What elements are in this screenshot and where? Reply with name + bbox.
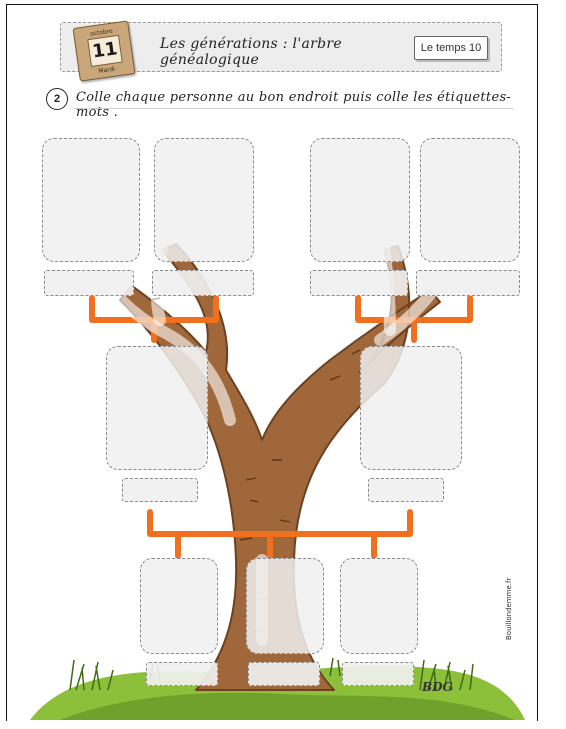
photo-slot-child-2[interactable] — [246, 558, 324, 654]
photo-slot-parent-2[interactable] — [360, 346, 462, 470]
label-slot-grandparent-4[interactable] — [416, 270, 520, 296]
photo-slot-grandparent-1[interactable] — [42, 138, 140, 262]
photo-slot-child-1[interactable] — [140, 558, 218, 654]
photo-slot-grandparent-3[interactable] — [310, 138, 410, 262]
label-slot-child-3[interactable] — [342, 662, 414, 686]
label-slot-grandparent-1[interactable] — [44, 270, 134, 296]
label-slot-child-1[interactable] — [146, 662, 218, 686]
label-slot-grandparent-3[interactable] — [310, 270, 408, 296]
label-slot-grandparent-2[interactable] — [152, 270, 254, 296]
label-slot-child-2[interactable] — [248, 662, 320, 686]
photo-slot-grandparent-4[interactable] — [420, 138, 520, 262]
photo-slot-grandparent-2[interactable] — [154, 138, 254, 262]
label-slot-parent-1[interactable] — [122, 478, 198, 502]
photo-slot-parent-1[interactable] — [106, 346, 208, 470]
label-slot-parent-2[interactable] — [368, 478, 444, 502]
artist-signature: BDG — [422, 680, 453, 694]
photo-slot-child-3[interactable] — [340, 558, 418, 654]
credit-text: Bouillondemme.fr — [505, 578, 513, 640]
